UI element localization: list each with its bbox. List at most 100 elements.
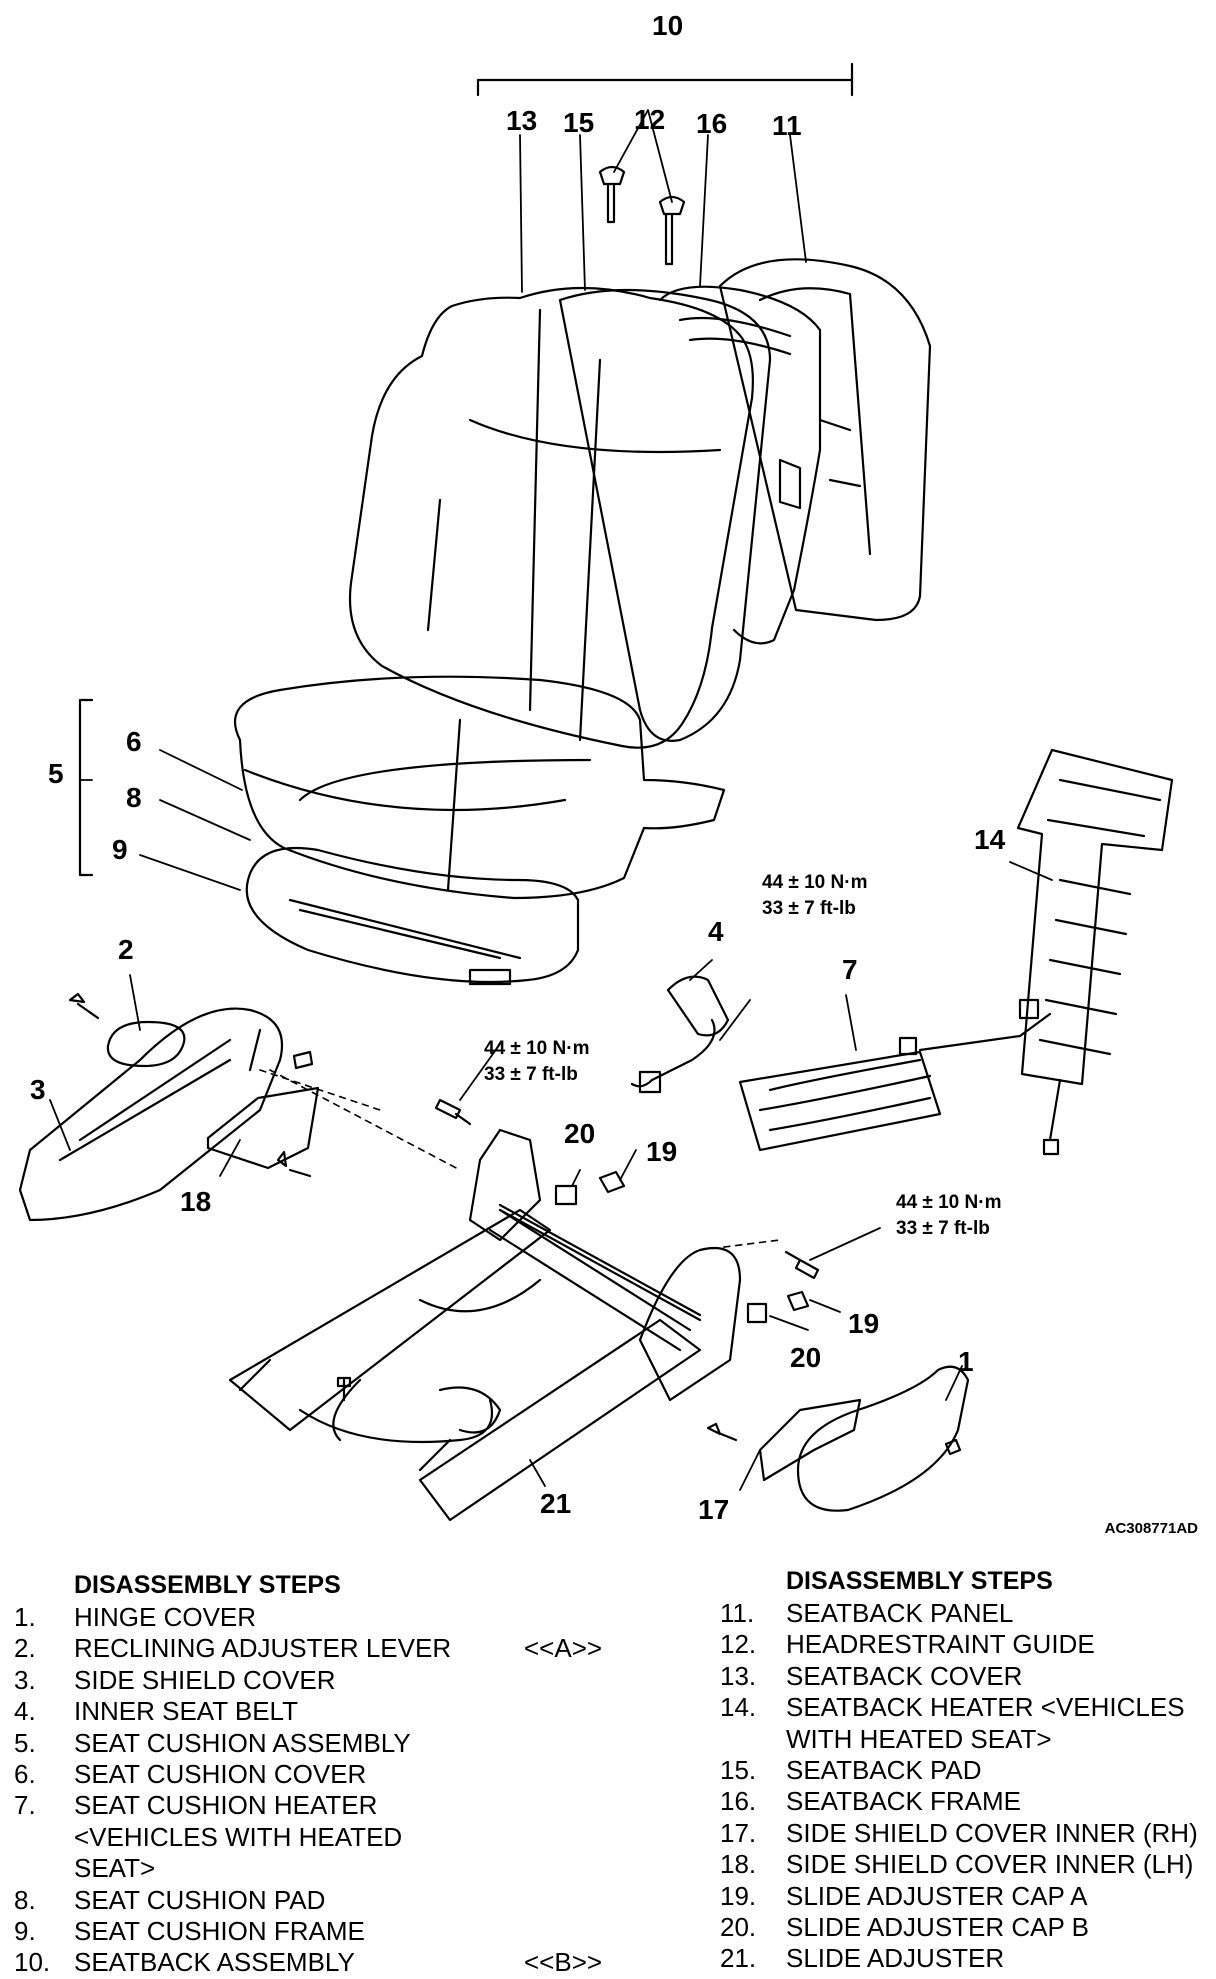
step-label: SEATBACK PANEL	[786, 1598, 1014, 1628]
torque-seat-belt: 44 ± 10 N·m 33 ± 7 ft-lb	[762, 870, 867, 922]
side-shield-cover	[18, 1007, 314, 1222]
torque-rear-bolt: 44 ± 10 N·m 33 ± 7 ft-lb	[896, 1190, 1001, 1242]
inner-seat-belt	[630, 975, 730, 1094]
step-number: 14.	[720, 1692, 757, 1723]
step-label: HINGE COVER	[74, 1602, 257, 1632]
slide-adjuster-cap-b-lower	[746, 1302, 768, 1324]
callout-14: 14	[974, 824, 1006, 855]
seatback-frame	[658, 285, 822, 645]
torque-metric: 44 ± 10 N·m	[484, 1038, 590, 1059]
step-row: 1. HINGE COVER	[14, 1602, 654, 1633]
step-number: 20.	[720, 1912, 757, 1943]
torque-imperial: 33 ± 7 ft-lb	[484, 1064, 578, 1085]
step-row: 14. SEATBACK HEATER <VEHICLES	[720, 1692, 1210, 1723]
callout-1: 1	[958, 1346, 974, 1377]
step-number: 19.	[720, 1880, 757, 1911]
callout-17: 17	[698, 1494, 730, 1525]
step-row: 21.SLIDE ADJUSTER	[720, 1943, 1210, 1974]
disassembly-steps-left: DISASSEMBLY STEPS 1. HINGE COVER 2. RECLIN…	[14, 1570, 654, 1979]
step-number: 2.	[14, 1633, 36, 1664]
step-row: 11.SEATBACK PANEL	[720, 1598, 1210, 1629]
torque-metric: 44 ± 10 N·m	[896, 1192, 1002, 1213]
step-label: SLIDE ADJUSTER CAP B	[786, 1912, 1089, 1943]
step-label: SIDE SHIELD COVER INNER (LH)	[786, 1849, 1194, 1880]
callout-19-lower: 19	[848, 1308, 880, 1339]
step-number	[14, 1822, 74, 1853]
callout-10: 10	[652, 10, 684, 41]
step-row: 16. SEATBACK FRAME	[720, 1786, 1210, 1817]
step-label: RECLINING ADJUSTER LEVER	[74, 1633, 452, 1664]
callout-4: 4	[708, 916, 724, 947]
step-label: SEATBACK FRAME	[786, 1786, 1022, 1817]
step-row: 10.SEATBACK ASSEMBLY<<B>>	[14, 1947, 654, 1978]
step-row: 8.SEAT CUSHION PAD	[14, 1885, 654, 1916]
step-number: 18.	[720, 1849, 757, 1880]
step-number: 17.	[720, 1817, 757, 1848]
headrestraint-guides	[598, 165, 686, 266]
step-note: <<A>>	[524, 1633, 603, 1664]
step-number: 13.	[720, 1660, 757, 1691]
callout-2: 2	[118, 934, 134, 965]
callout-13: 13	[506, 105, 538, 136]
seat-cushion-heater	[738, 998, 1052, 1152]
step-label: SIDE SHIELD COVER	[74, 1664, 336, 1695]
step-row: 4.INNER SEAT BELT	[14, 1696, 654, 1727]
step-row: 17.SIDE SHIELD COVER INNER (RH)	[720, 1818, 1210, 1849]
step-row: 7. SEAT CUSHION HEATER	[14, 1790, 654, 1821]
callout-21: 21	[540, 1488, 572, 1519]
callout-20-upper: 20	[564, 1118, 596, 1149]
step-number: 16.	[720, 1786, 757, 1817]
step-number: 7.	[14, 1790, 36, 1821]
callout-11: 11	[772, 110, 802, 141]
seat-cushion	[234, 675, 726, 900]
seatback-heater	[1016, 748, 1174, 1156]
leader-lines	[49, 109, 1053, 1491]
reclining-adjuster-lever	[106, 1020, 186, 1068]
step-number: 12.	[720, 1629, 757, 1660]
callout-9: 9	[112, 834, 128, 865]
callout-6: 6	[126, 726, 142, 757]
step-row: 9.SEAT CUSHION FRAME	[14, 1916, 654, 1947]
step-note: <<B>>	[524, 1947, 603, 1978]
seat-exploded-view	[18, 62, 1174, 1522]
slide-adjuster-cap-a-upper	[598, 1170, 626, 1194]
bracket-10	[476, 62, 854, 97]
step-label: SEAT CUSHION HEATER	[74, 1790, 378, 1821]
slide-adjuster	[228, 1128, 742, 1522]
step-number: 1.	[14, 1602, 36, 1632]
seatback-panel	[718, 258, 932, 622]
callout-18: 18	[180, 1186, 212, 1217]
disassembly-steps-right: DISASSEMBLY STEPS 11.SEATBACK PANEL 12. H…	[720, 1566, 1210, 1975]
step-label: SEAT>	[74, 1853, 156, 1884]
step-label: SEATBACK HEATER <VEHICLES	[786, 1692, 1185, 1723]
step-row: 6.SEAT CUSHION COVER	[14, 1759, 654, 1790]
figure-id: AC308771AD	[1104, 1520, 1198, 1537]
callout-7: 7	[842, 954, 858, 985]
callout-8: 8	[126, 782, 142, 813]
step-label: <VEHICLES WITH HEATED	[74, 1821, 403, 1852]
step-label: SEATBACK PAD	[786, 1755, 982, 1786]
step-number: 10.	[14, 1947, 51, 1978]
callout-3: 3	[30, 1074, 46, 1105]
seatback-cover	[348, 286, 754, 749]
step-label: SLIDE ADJUSTER	[786, 1943, 1005, 1974]
callout-15: 15	[563, 107, 595, 138]
step-row: 5.SEAT CUSHION ASSEMBLY	[14, 1728, 654, 1759]
step-number: 6.	[14, 1759, 36, 1790]
side-shield-inner-lh	[206, 1086, 320, 1170]
step-number	[14, 1853, 74, 1884]
bracket-5	[78, 698, 94, 877]
steps-heading: DISASSEMBLY STEPS	[786, 1567, 1053, 1595]
torque-imperial: 33 ± 7 ft-lb	[762, 898, 856, 919]
step-label: SLIDE ADJUSTER CAP A	[786, 1880, 1088, 1911]
step-row: 12. HEADRESTRAINT GUIDE	[720, 1629, 1210, 1660]
torque-metric: 44 ± 10 N·m	[762, 872, 868, 893]
callout-19-upper: 19	[646, 1136, 678, 1167]
side-shield-inner-rh	[758, 1398, 862, 1482]
step-number	[720, 1724, 786, 1755]
step-label: HEADRESTRAINT GUIDE	[786, 1629, 1095, 1660]
callout-20-lower: 20	[790, 1342, 822, 1373]
step-label: WITH HEATED SEAT>	[786, 1723, 1052, 1754]
steps-heading: DISASSEMBLY STEPS	[74, 1571, 341, 1599]
step-row: 18. SIDE SHIELD COVER INNER (LH)	[720, 1849, 1210, 1880]
